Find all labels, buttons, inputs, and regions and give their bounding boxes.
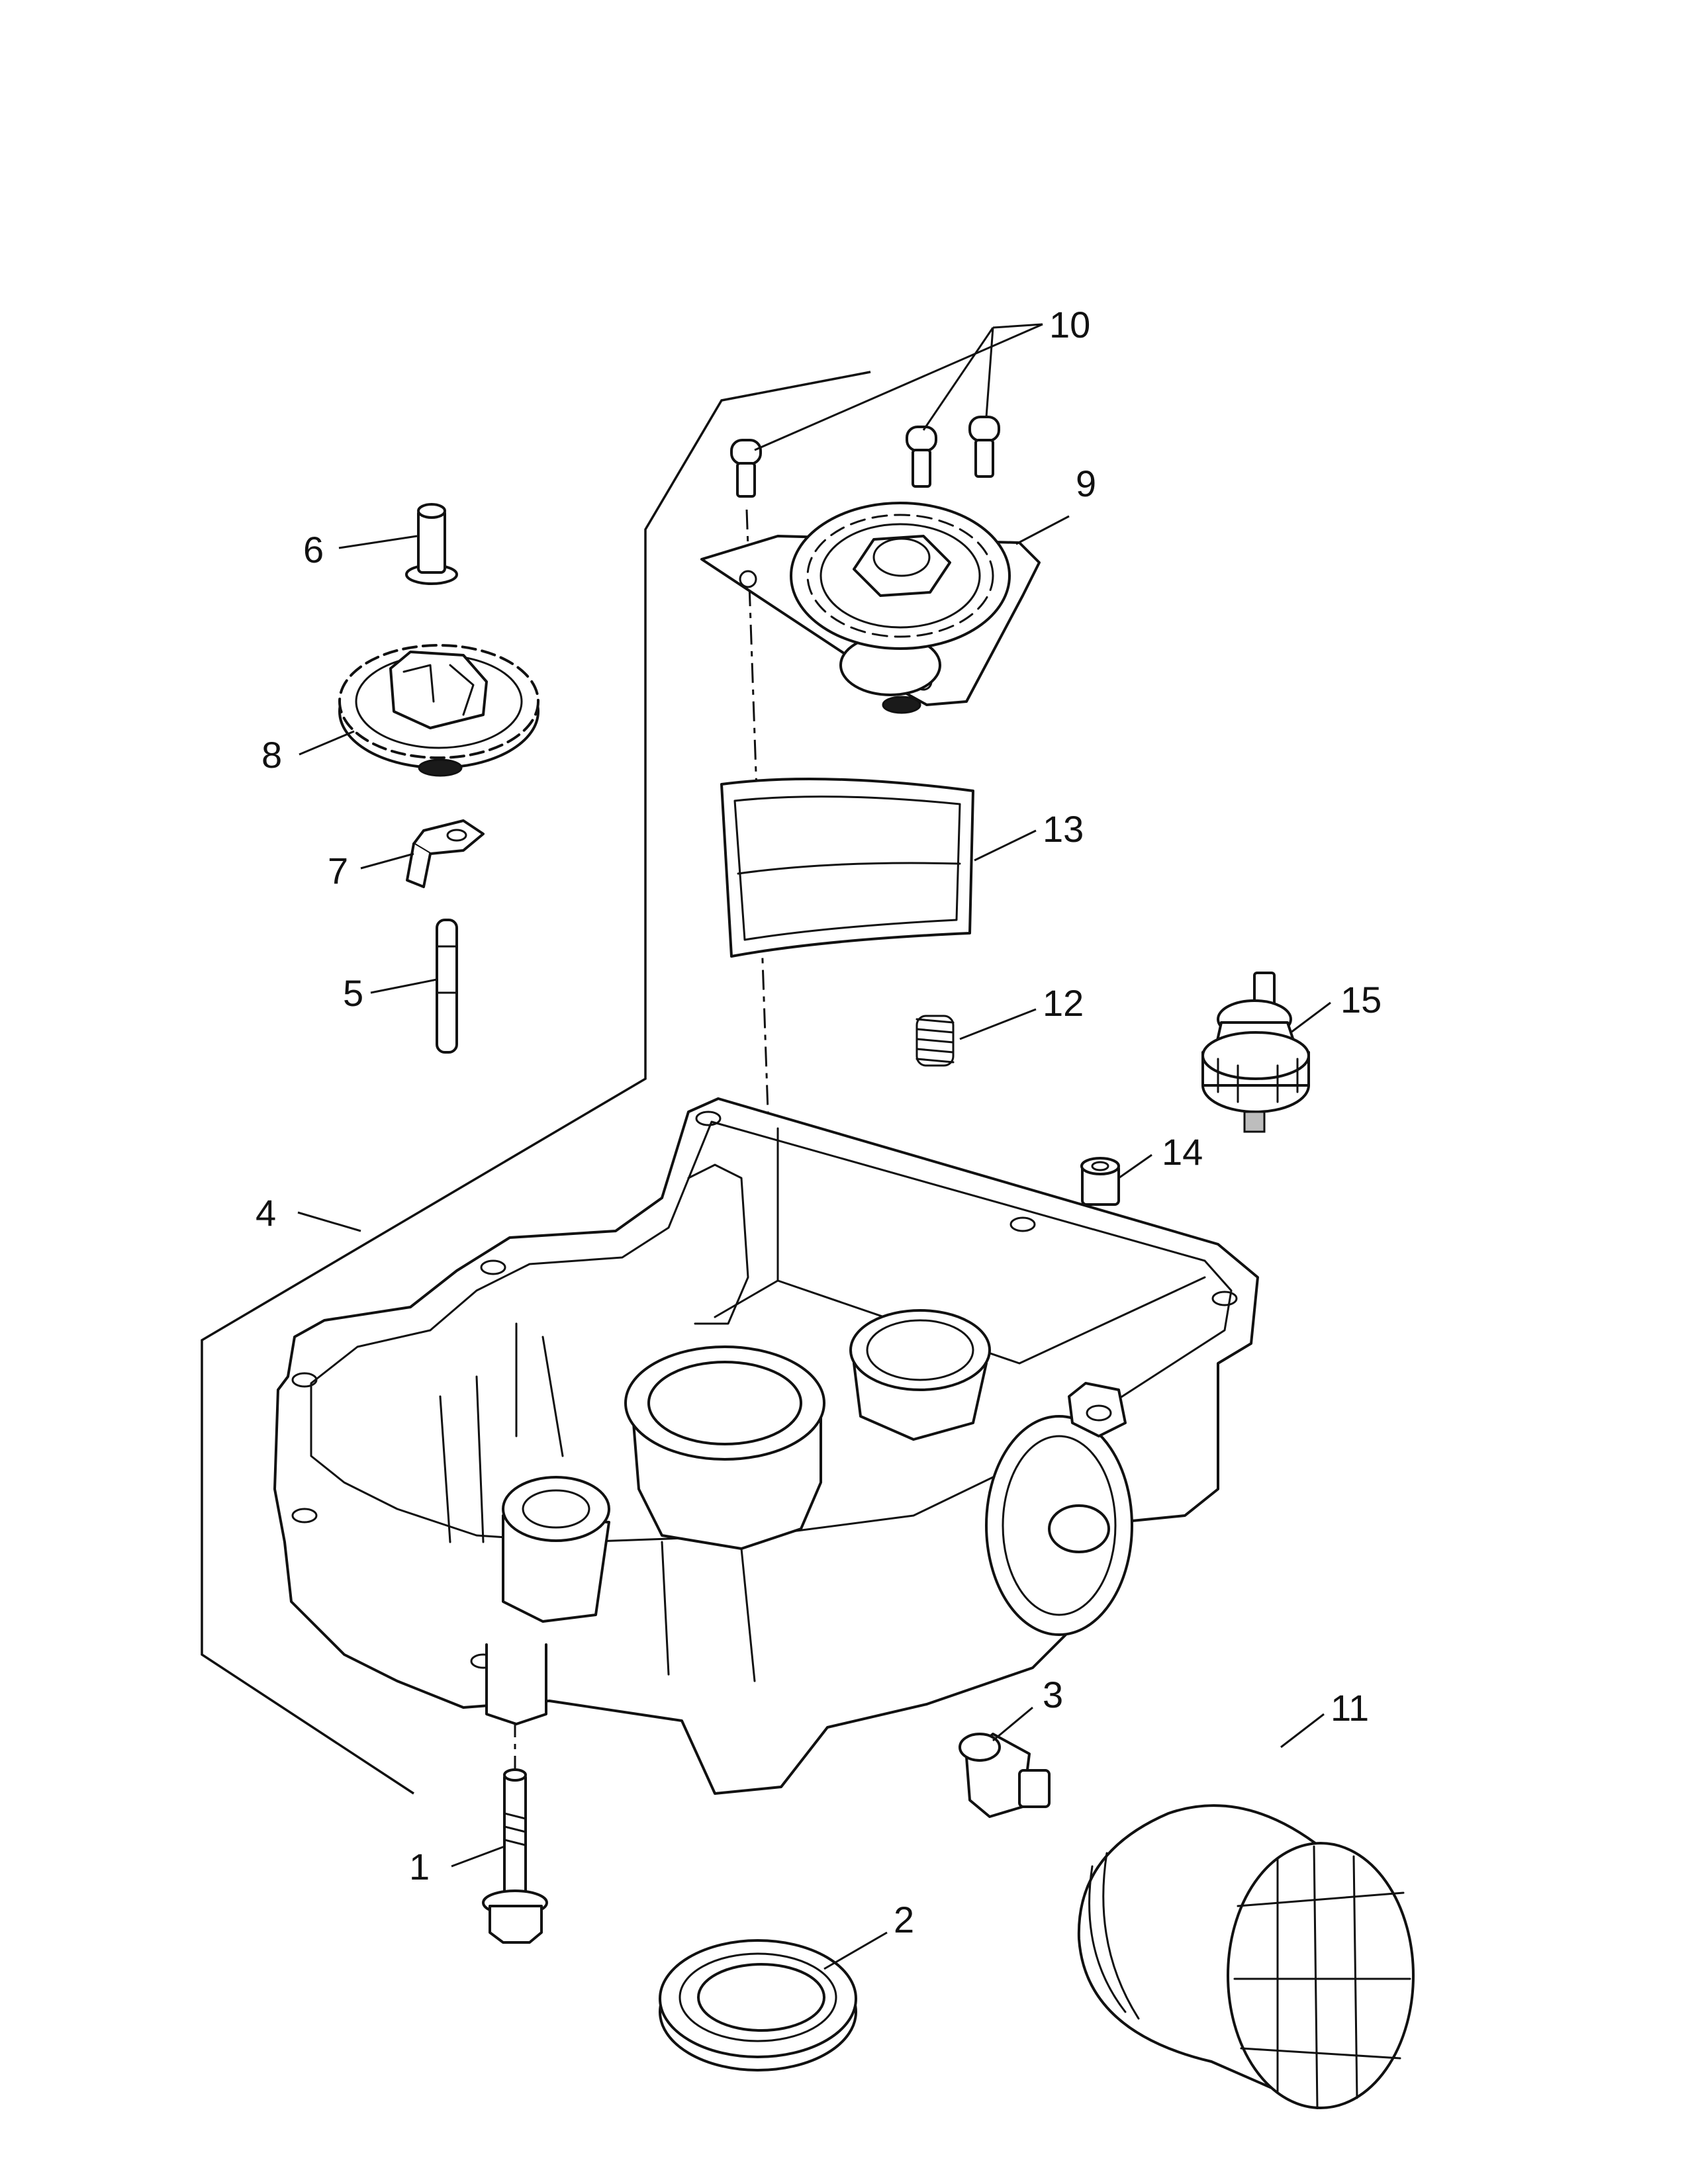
- part-13-oil-screen: [720, 778, 974, 958]
- callout-2: 2: [894, 1899, 914, 1940]
- part-2-oil-seal: [659, 1939, 857, 2071]
- callout-12: 12: [1043, 982, 1084, 1024]
- callout-10: 10: [1049, 304, 1090, 345]
- callout-9: 9: [1076, 463, 1096, 504]
- assembly-bracket: [201, 371, 871, 1795]
- part-10-screws: [730, 416, 1000, 498]
- callout-4: 4: [256, 1192, 276, 1234]
- callout-3: 3: [1043, 1674, 1063, 1715]
- part-7-clip-washer: [406, 819, 485, 888]
- part-15-pressure-switch: [1201, 972, 1310, 1133]
- part-8-governor-gear: [338, 644, 539, 777]
- part-6-pin: [405, 503, 458, 585]
- callout-8: 8: [261, 734, 282, 776]
- callout-6: 6: [303, 529, 324, 570]
- callout-15: 15: [1340, 979, 1382, 1021]
- callout-11: 11: [1331, 1687, 1369, 1729]
- callout-14: 14: [1162, 1131, 1203, 1173]
- part-11-oil-filter: [1077, 1804, 1415, 2109]
- part-3-plug: [959, 1733, 1051, 1818]
- part-12-spring: [915, 1015, 955, 1067]
- callout-7: 7: [328, 850, 348, 891]
- part-1-bolt: [482, 1768, 548, 1944]
- callout-1: 1: [409, 1846, 430, 1888]
- callout-13: 13: [1043, 808, 1084, 850]
- callout-labels: 1 2 3 4 5 6 7 8 9 10 11 12 13 14 15: [256, 304, 1382, 1940]
- part-5-shaft: [436, 919, 458, 1054]
- part-14-bushing: [1080, 1157, 1120, 1206]
- part-9-oil-pump: [700, 502, 1041, 714]
- callout-5: 5: [343, 972, 363, 1014]
- part-4-oil-pan: [273, 1097, 1259, 1795]
- leader-lines: [297, 323, 1331, 1970]
